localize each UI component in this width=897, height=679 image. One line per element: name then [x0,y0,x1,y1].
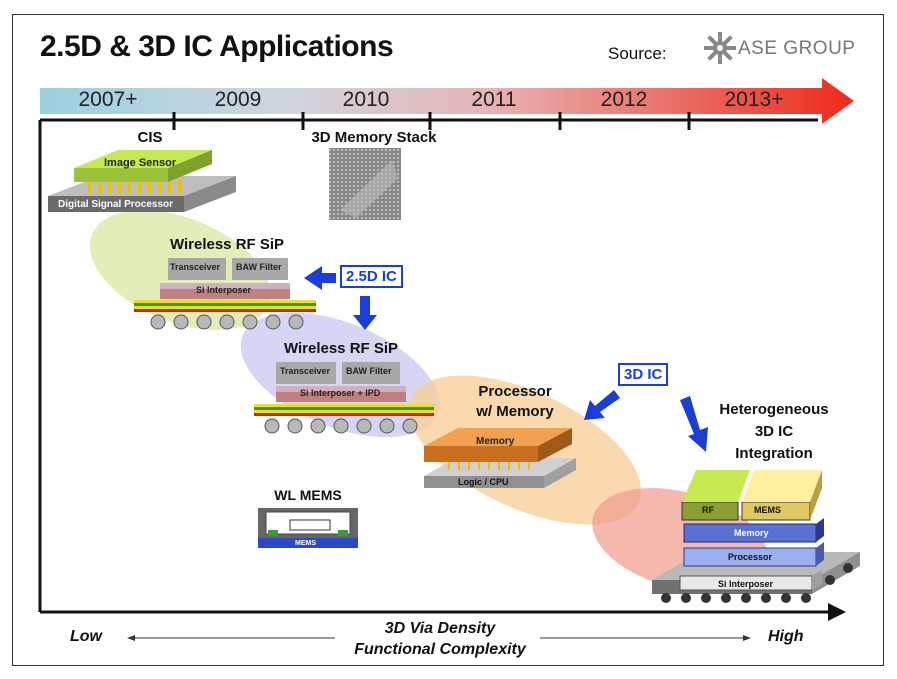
memory-chip-label: Memory [476,436,515,447]
source-label: Source: [608,44,667,63]
timeline-year-2: 2009 [214,88,262,111]
processor-memory-package [424,428,576,488]
si-interposer-ipd-label: Si Interposer + IPD [300,388,381,398]
mems-label-small: MEMS [295,540,316,547]
timeline-arrow [40,78,854,124]
cis-label: CIS [137,129,163,146]
axis-line2-label: Functional Complexity [354,641,526,658]
ic-3d-box: 3D IC [618,363,669,386]
rf-chip-label: RF [702,505,714,515]
wireless-rf-sip-1 [134,258,316,330]
image-sensor-label: Image Sensor [104,157,177,169]
wireless-rf-label-1: Wireless RF SiP [169,236,285,253]
timeline-year-5: 2012 [600,88,648,111]
slide-title: 2.5D & 3D IC Applications [40,30,394,63]
transceiver-label-1: Transceiver [170,262,221,272]
heterogeneous-3d-package [652,470,860,603]
axis-low-label: Low [70,628,102,645]
arrow-3d-left [584,390,620,420]
si-interposer-label-2: Si Interposer [718,579,774,589]
timeline-year-6: 2013+ [724,88,784,111]
wireless-rf-sip-2 [254,362,434,434]
wireless-rf-label-2: Wireless RF SiP [283,340,399,357]
timeline-year-1: 2007+ [78,88,138,111]
arrow-25d-left [304,266,336,290]
arrow-25d-down [353,296,377,330]
timeline-year-4: 2011 [471,88,517,111]
memory-stack-label: 3D Memory Stack [311,129,437,146]
cis-package [48,150,236,212]
timeline-year-3: 2010 [342,88,390,111]
x-axis-arrowhead [828,603,846,621]
baw-filter-label-2: BAW Filter [346,366,392,376]
transceiver-label-2: Transceiver [280,366,331,376]
axis-high-label: High [768,628,804,645]
dsp-label: Digital Signal Processor [58,199,174,210]
logic-cpu-label: Logic / CPU [458,477,509,487]
processor-label: Processor [728,552,773,562]
heterogeneous-label: Heterogeneous 3D IC Integration [719,401,829,462]
axis-line1-label: 3D Via Density [384,620,496,637]
ase-logo-icon [704,32,736,64]
ic-25d-box: 2.5D IC [340,265,403,288]
ase-logo-text: ASE GROUP [738,38,856,59]
baw-filter-label-1: BAW Filter [236,262,282,272]
mems-chip-label: MEMS [754,505,781,515]
processor-memory-label: Processor w/ Memory [476,383,554,420]
wl-mems-label: WL MEMS [274,487,342,503]
wl-mems-package [258,508,358,548]
si-interposer-label-1: Si Interposer [196,285,252,295]
arrow-3d-right [680,396,708,452]
memory-hetero-label: Memory [734,528,769,538]
